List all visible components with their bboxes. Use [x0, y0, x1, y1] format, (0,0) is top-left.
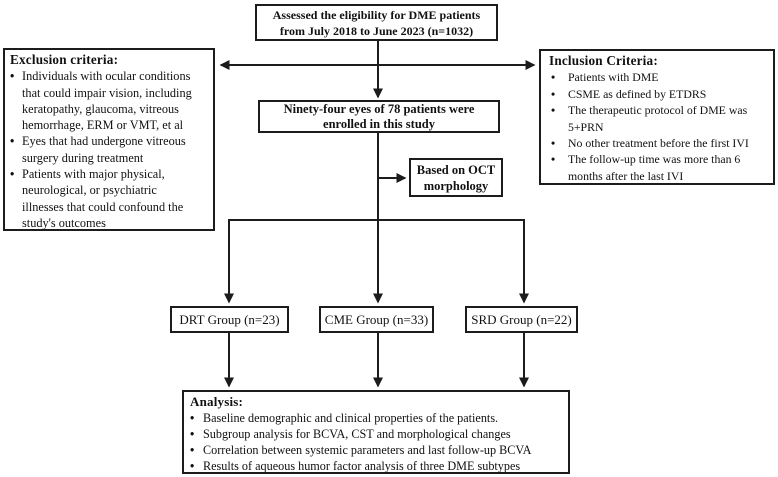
exclusion-item: Patients with major physical, neurologic… [10, 166, 208, 231]
exclusion-item: Eyes that had undergone vitreous surgery… [10, 133, 208, 166]
drt-group-box: DRT Group (n=23) [170, 306, 289, 333]
enrolled-box: Ninety-four eyes of 78 patients were enr… [258, 100, 500, 133]
eligibility-text: Assessed the eligibility for DME patient… [272, 7, 481, 38]
inclusion-item: The follow-up time was more than 6 month… [549, 151, 768, 184]
oct-morphology-box: Based on OCT morphology [409, 158, 503, 197]
drt-group-label: DRT Group (n=23) [179, 311, 280, 327]
inclusion-item: The therapeutic protocol of DME was 5+PR… [549, 102, 768, 135]
srd-group-box: SRD Group (n=22) [465, 306, 578, 333]
cme-group-label: CME Group (n=33) [324, 311, 429, 327]
exclusion-criteria-box: Exclusion criteria: Individuals with ocu… [3, 48, 215, 231]
analysis-list: Baseline demographic and clinical proper… [190, 410, 562, 474]
exclusion-item: Individuals with ocular conditions that … [10, 68, 208, 133]
inclusion-item: No other treatment before the first IVI [549, 135, 768, 152]
analysis-item: Baseline demographic and clinical proper… [190, 410, 562, 426]
srd-group-label: SRD Group (n=22) [471, 311, 572, 327]
analysis-title: Analysis: [190, 394, 244, 409]
inclusion-criteria-box: Inclusion Criteria: Patients with DME CS… [539, 49, 775, 185]
analysis-box: Analysis: Baseline demographic and clini… [182, 390, 570, 474]
eligibility-box: Assessed the eligibility for DME patient… [255, 4, 498, 41]
exclusion-list: Individuals with ocular conditions that … [10, 68, 208, 231]
exclusion-title: Exclusion criteria: [10, 52, 119, 67]
analysis-item: Results of aqueous humor factor analysis… [190, 458, 562, 474]
cme-group-box: CME Group (n=33) [319, 306, 434, 333]
analysis-item: Subgroup analysis for BCVA, CST and morp… [190, 426, 562, 442]
enrolled-text: Ninety-four eyes of 78 patients were enr… [283, 101, 475, 131]
inclusion-item: Patients with DME [549, 69, 768, 86]
analysis-item: Correlation between systemic parameters … [190, 442, 562, 458]
oct-text: Based on OCT morphology [416, 162, 496, 193]
inclusion-list: Patients with DME CSME as defined by ETD… [549, 69, 768, 184]
inclusion-item: CSME as defined by ETDRS [549, 86, 768, 103]
inclusion-title: Inclusion Criteria: [549, 53, 658, 68]
